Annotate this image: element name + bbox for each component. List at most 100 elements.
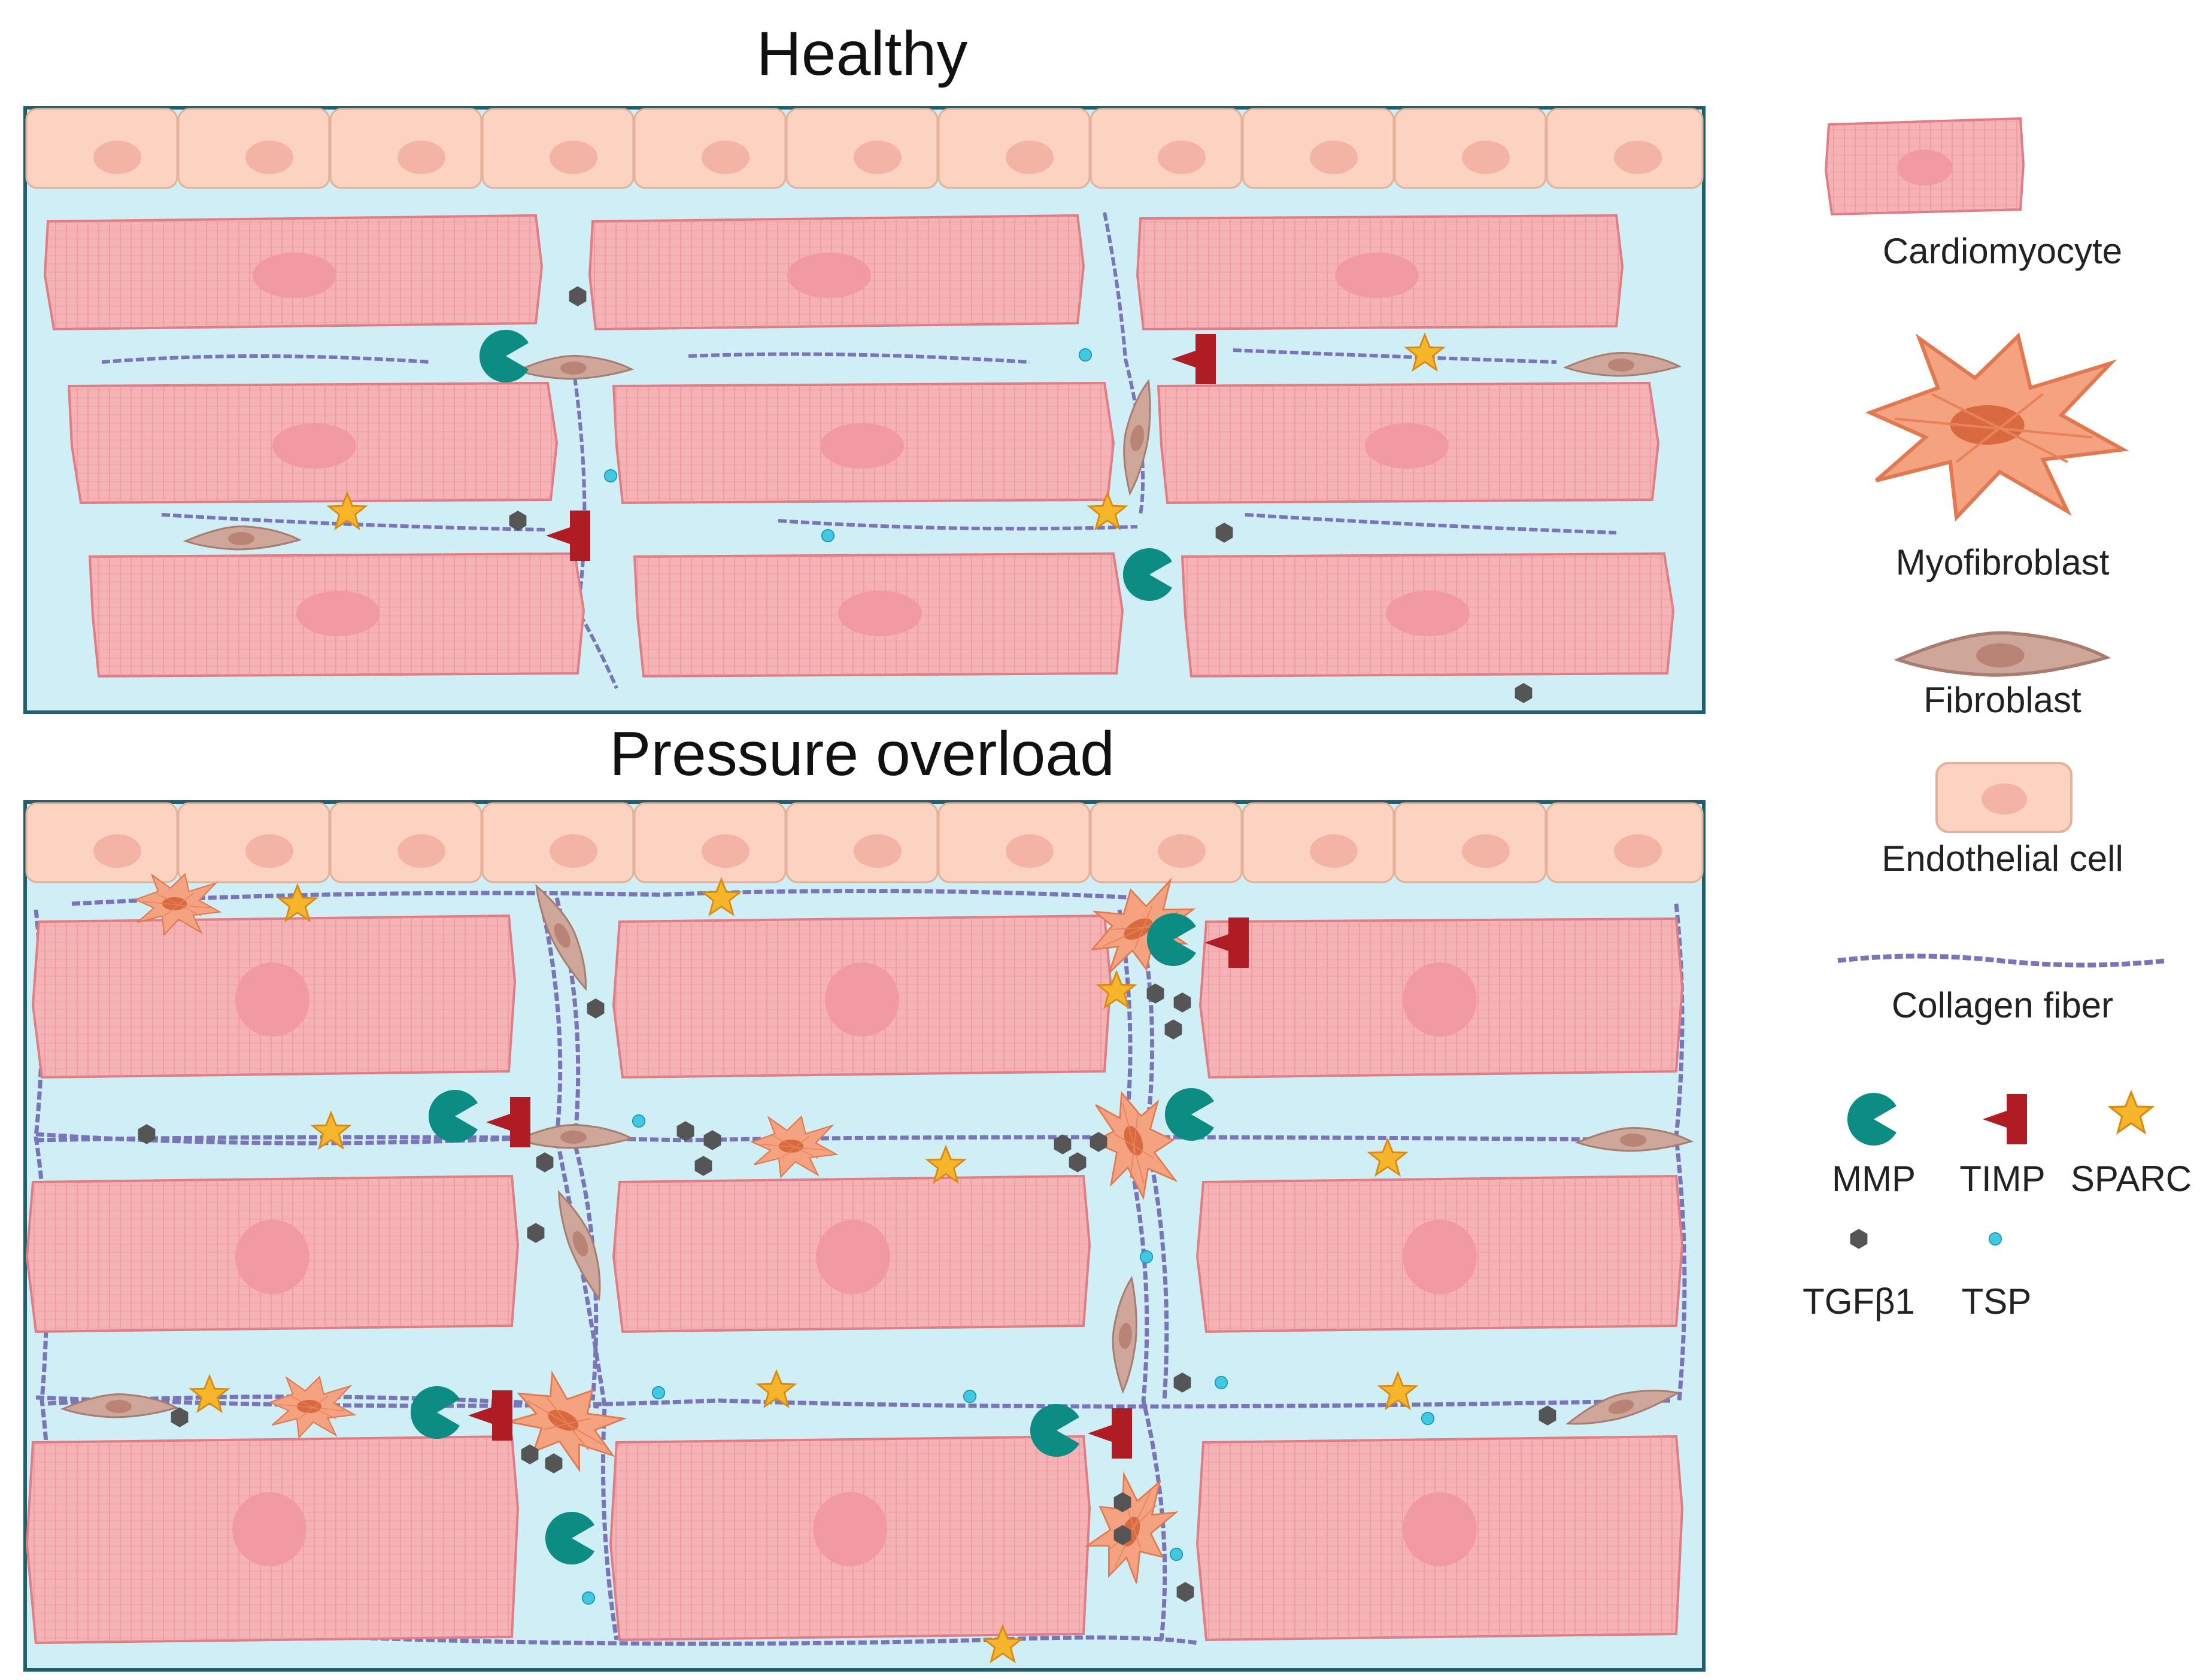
endothelial-cell — [785, 802, 939, 883]
cardiomyocyte — [609, 1435, 1091, 1642]
pressure-overload-panel: Pressure overload — [23, 719, 1706, 1672]
cardiomyocyte — [88, 552, 585, 678]
endothelial-cell-icon — [1935, 762, 2073, 833]
tsp-dot-icon — [963, 1389, 977, 1403]
legend-label-cardiomyocyte: Cardiomyocyte — [1883, 231, 2122, 271]
cardiomyocyte-icon — [1824, 117, 2025, 216]
tsp-dot-icon — [1078, 348, 1093, 362]
endothelial-cell — [25, 802, 178, 883]
collagen-fiber — [71, 889, 1138, 906]
cardiomyocyte — [1195, 1435, 1684, 1642]
mmp-icon — [1847, 1093, 1897, 1146]
endothelial-cell — [177, 802, 330, 883]
cardiomyocyte — [612, 381, 1115, 505]
cardiomyocyte — [1181, 552, 1675, 678]
cardiomyocyte — [633, 552, 1124, 678]
legend-tgfb1: TGFβ1 — [1803, 1229, 1915, 1321]
cardiomyocyte — [1198, 917, 1684, 1079]
collagen-fiber — [335, 1635, 1198, 1646]
endothelial-cell — [177, 108, 330, 189]
endothelial-cell — [937, 108, 1091, 189]
tsp-dot-icon — [1421, 1411, 1435, 1426]
legend: Cardiomyocyte Myofibroblast Fibroblast E… — [1803, 117, 2192, 1321]
collagen-fiber — [1233, 348, 1557, 364]
endothelial-cell — [329, 802, 483, 883]
legend-label-fibroblast: Fibroblast — [1923, 680, 2081, 720]
endothelial-cell — [1242, 802, 1395, 883]
tsp-dot-icon — [1139, 1250, 1154, 1264]
endothelial-cell — [25, 108, 178, 189]
legend-label-mmp: MMP — [1832, 1159, 1916, 1199]
cardiomyocytes — [25, 914, 1684, 1645]
tsp-dot-icon — [1988, 1232, 2002, 1246]
cardiomyocyte — [31, 914, 517, 1079]
collagen-fiber — [778, 519, 1138, 531]
cardiomyocyte — [25, 1174, 520, 1333]
endothelial-cell — [481, 108, 635, 189]
endothelial-cell — [1090, 108, 1243, 189]
endothelial-cell — [329, 108, 483, 189]
tgfb1-hexagon-icon — [1850, 1229, 1868, 1249]
collagen-fiber-icon — [1837, 953, 2168, 968]
myofibroblast-icon — [1870, 336, 2123, 518]
cardiomyocyte — [1195, 1174, 1684, 1333]
legend-label-myofibroblast: Myofibroblast — [1896, 542, 2110, 582]
collagen-fiber — [35, 1135, 1671, 1143]
pressure-overload-title: Pressure overload — [609, 719, 1115, 789]
cardiomyocyte — [612, 914, 1112, 1079]
cardiomyocyte — [612, 1174, 1091, 1333]
endothelial-cell — [1394, 802, 1547, 883]
cardiomyocyte — [25, 1435, 520, 1645]
endothelial-cell-row — [25, 108, 1704, 189]
healthy-title: Healthy — [757, 19, 968, 89]
cardiomyocyte — [43, 214, 544, 331]
legend-label-sparc: SPARC — [2071, 1159, 2192, 1199]
endothelial-cell-row — [25, 802, 1704, 883]
fibroblast-icon — [1898, 633, 2107, 675]
collagen-fiber — [573, 376, 618, 689]
tsp-dot-icon — [632, 1114, 646, 1128]
sparc-star-icon — [2109, 1091, 2153, 1134]
endothelial-cell — [937, 802, 1091, 883]
legend-tsp: TSP — [1962, 1232, 2032, 1321]
tsp-dot-icon — [651, 1386, 666, 1400]
legend-label-tsp: TSP — [1962, 1281, 2032, 1321]
collagen-fiber — [1103, 212, 1145, 515]
endothelial-cell — [1546, 108, 1704, 189]
collagen-fiber — [536, 891, 619, 1640]
collagen-fiber — [101, 354, 432, 364]
legend-label-collagen-fiber: Collagen fiber — [1892, 985, 2113, 1025]
healthy-panel: Healthy — [23, 19, 1706, 714]
endothelial-cell — [1242, 108, 1395, 189]
tsp-dot-icon — [1214, 1375, 1228, 1390]
legend-timp: TIMP — [1959, 1094, 2046, 1199]
endothelial-cell — [633, 108, 787, 189]
endothelial-cell — [1546, 802, 1704, 883]
legend-label-timp: TIMP — [1959, 1159, 2045, 1199]
endothelial-cell — [633, 802, 787, 883]
legend-mmp: MMP — [1832, 1093, 1916, 1199]
endothelial-cell — [481, 802, 635, 883]
cardiomyocyte — [67, 381, 559, 505]
legend-collagen-fiber: Collagen fiber — [1837, 953, 2168, 1025]
endothelial-cell — [1090, 802, 1243, 883]
legend-fibroblast: Fibroblast — [1898, 633, 2107, 720]
collagen-fiber — [688, 352, 1030, 364]
tsp-dot-icon — [1169, 1547, 1184, 1561]
tsp-dot-icon — [821, 528, 835, 543]
cardiomyocyte — [588, 214, 1085, 331]
timp-icon — [1983, 1094, 2027, 1144]
legend-sparc: SPARC — [2071, 1091, 2192, 1199]
endothelial-cell — [1394, 108, 1547, 189]
collagen-fiber — [1245, 513, 1617, 534]
collagen-fiber — [35, 1395, 1671, 1409]
endothelial-cell — [785, 108, 939, 189]
legend-endothelial-cell: Endothelial cell — [1882, 762, 2123, 879]
cardiomyocytes — [43, 214, 1675, 678]
cardiomyocyte — [1136, 214, 1624, 331]
legend-label-tgfb1: TGFβ1 — [1803, 1281, 1915, 1321]
legend-cardiomyocyte: Cardiomyocyte — [1824, 117, 2122, 271]
legend-label-endothelial-cell: Endothelial cell — [1882, 839, 2123, 879]
tsp-dot-icon — [603, 469, 618, 483]
